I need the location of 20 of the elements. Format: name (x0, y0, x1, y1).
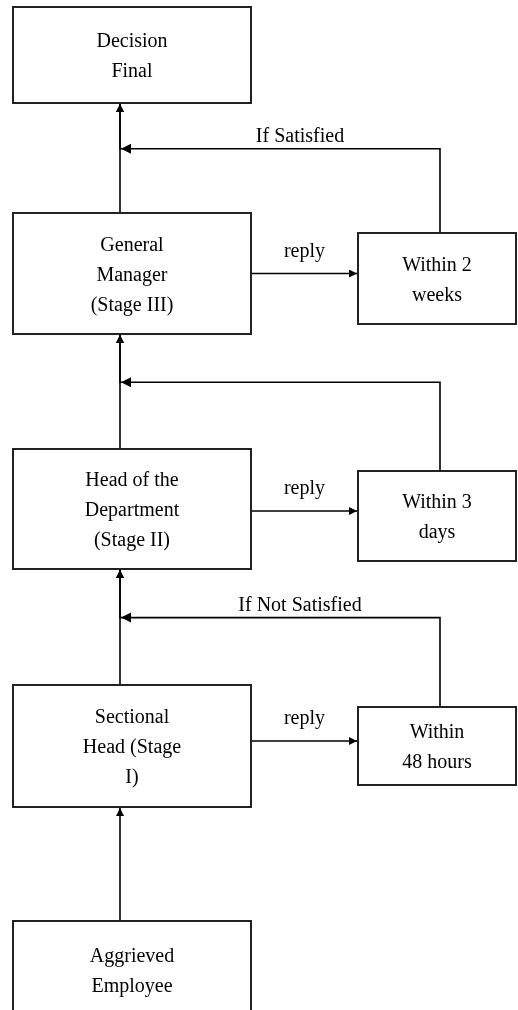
box-text: Within 3 days (402, 489, 472, 545)
box-text: Aggrieved Employee (88, 943, 176, 999)
box-text: Within 2 weeks (402, 251, 472, 307)
arrow (251, 269, 358, 278)
box-text: Head of the Department (Stage II) (83, 467, 181, 553)
arrow (116, 807, 124, 921)
process-box (12, 448, 252, 570)
box-text: Within 48 hours (402, 719, 472, 774)
arrow (251, 737, 358, 745)
box-text: Decision Final (95, 28, 169, 83)
process-box (12, 6, 252, 104)
process-box (357, 232, 517, 325)
process-box (12, 920, 252, 1010)
process-box (12, 212, 252, 335)
process-box (357, 706, 517, 786)
process-box (12, 684, 252, 808)
box-text: Sectional Head (Stage I) (81, 704, 183, 789)
box-text: General Manager (Stage III) (89, 231, 175, 318)
arrow (251, 507, 358, 515)
process-box (357, 470, 517, 562)
